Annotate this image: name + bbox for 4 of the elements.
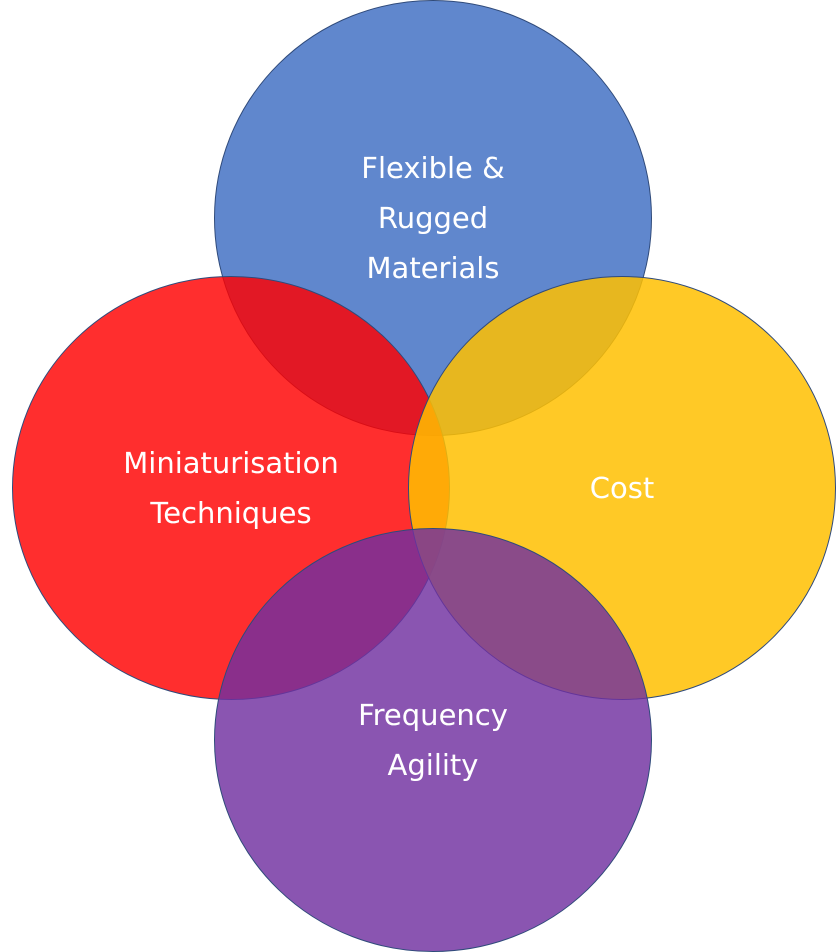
circle-label: Frequency Agility bbox=[357, 697, 509, 784]
circle-label: Flexible & Rugged Materials bbox=[360, 150, 506, 287]
circle-label: Miniaturisation Techniques bbox=[122, 445, 340, 532]
circle-label: Cost bbox=[590, 470, 654, 507]
